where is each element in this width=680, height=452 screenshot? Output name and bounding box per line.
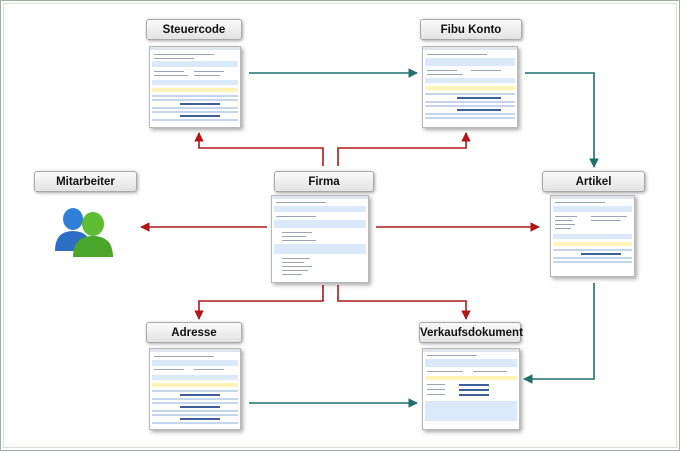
arrow-firma-to-verkaufsdokument: [337, 285, 471, 320]
screenshot-thumbnail-fibu-konto[interactable]: [422, 46, 518, 128]
arrow-firma-to-adresse: [194, 285, 324, 320]
node-label-steuercode[interactable]: Steuercode: [146, 19, 242, 40]
screenshot-thumbnail-firma[interactable]: [271, 195, 369, 283]
screenshot-thumbnail-adresse[interactable]: [149, 348, 241, 430]
users-icon: [55, 208, 113, 257]
screenshot-thumbnail-artikel[interactable]: [550, 195, 635, 277]
arrow-firma-to-fibu-konto: [337, 132, 471, 166]
node-label-verkaufsdokument[interactable]: Verkaufsdokument: [419, 322, 523, 343]
screenshot-thumbnail-verkaufsdokument[interactable]: [422, 348, 520, 430]
node-label-mitarbeiter[interactable]: Mitarbeiter: [34, 171, 137, 192]
arrow-artikel-to-verkaufsdokument: [523, 283, 595, 384]
arrow-fibu-konto-to-artikel: [525, 72, 599, 168]
node-label-artikel[interactable]: Artikel: [542, 171, 645, 192]
screenshot-thumbnail-steuercode[interactable]: [149, 46, 241, 128]
node-label-fibu-konto[interactable]: Fibu Konto: [420, 19, 522, 40]
node-label-adresse[interactable]: Adresse: [146, 322, 242, 343]
arrow-firma-to-steuercode: [194, 132, 324, 166]
node-label-firma[interactable]: Firma: [274, 171, 374, 192]
